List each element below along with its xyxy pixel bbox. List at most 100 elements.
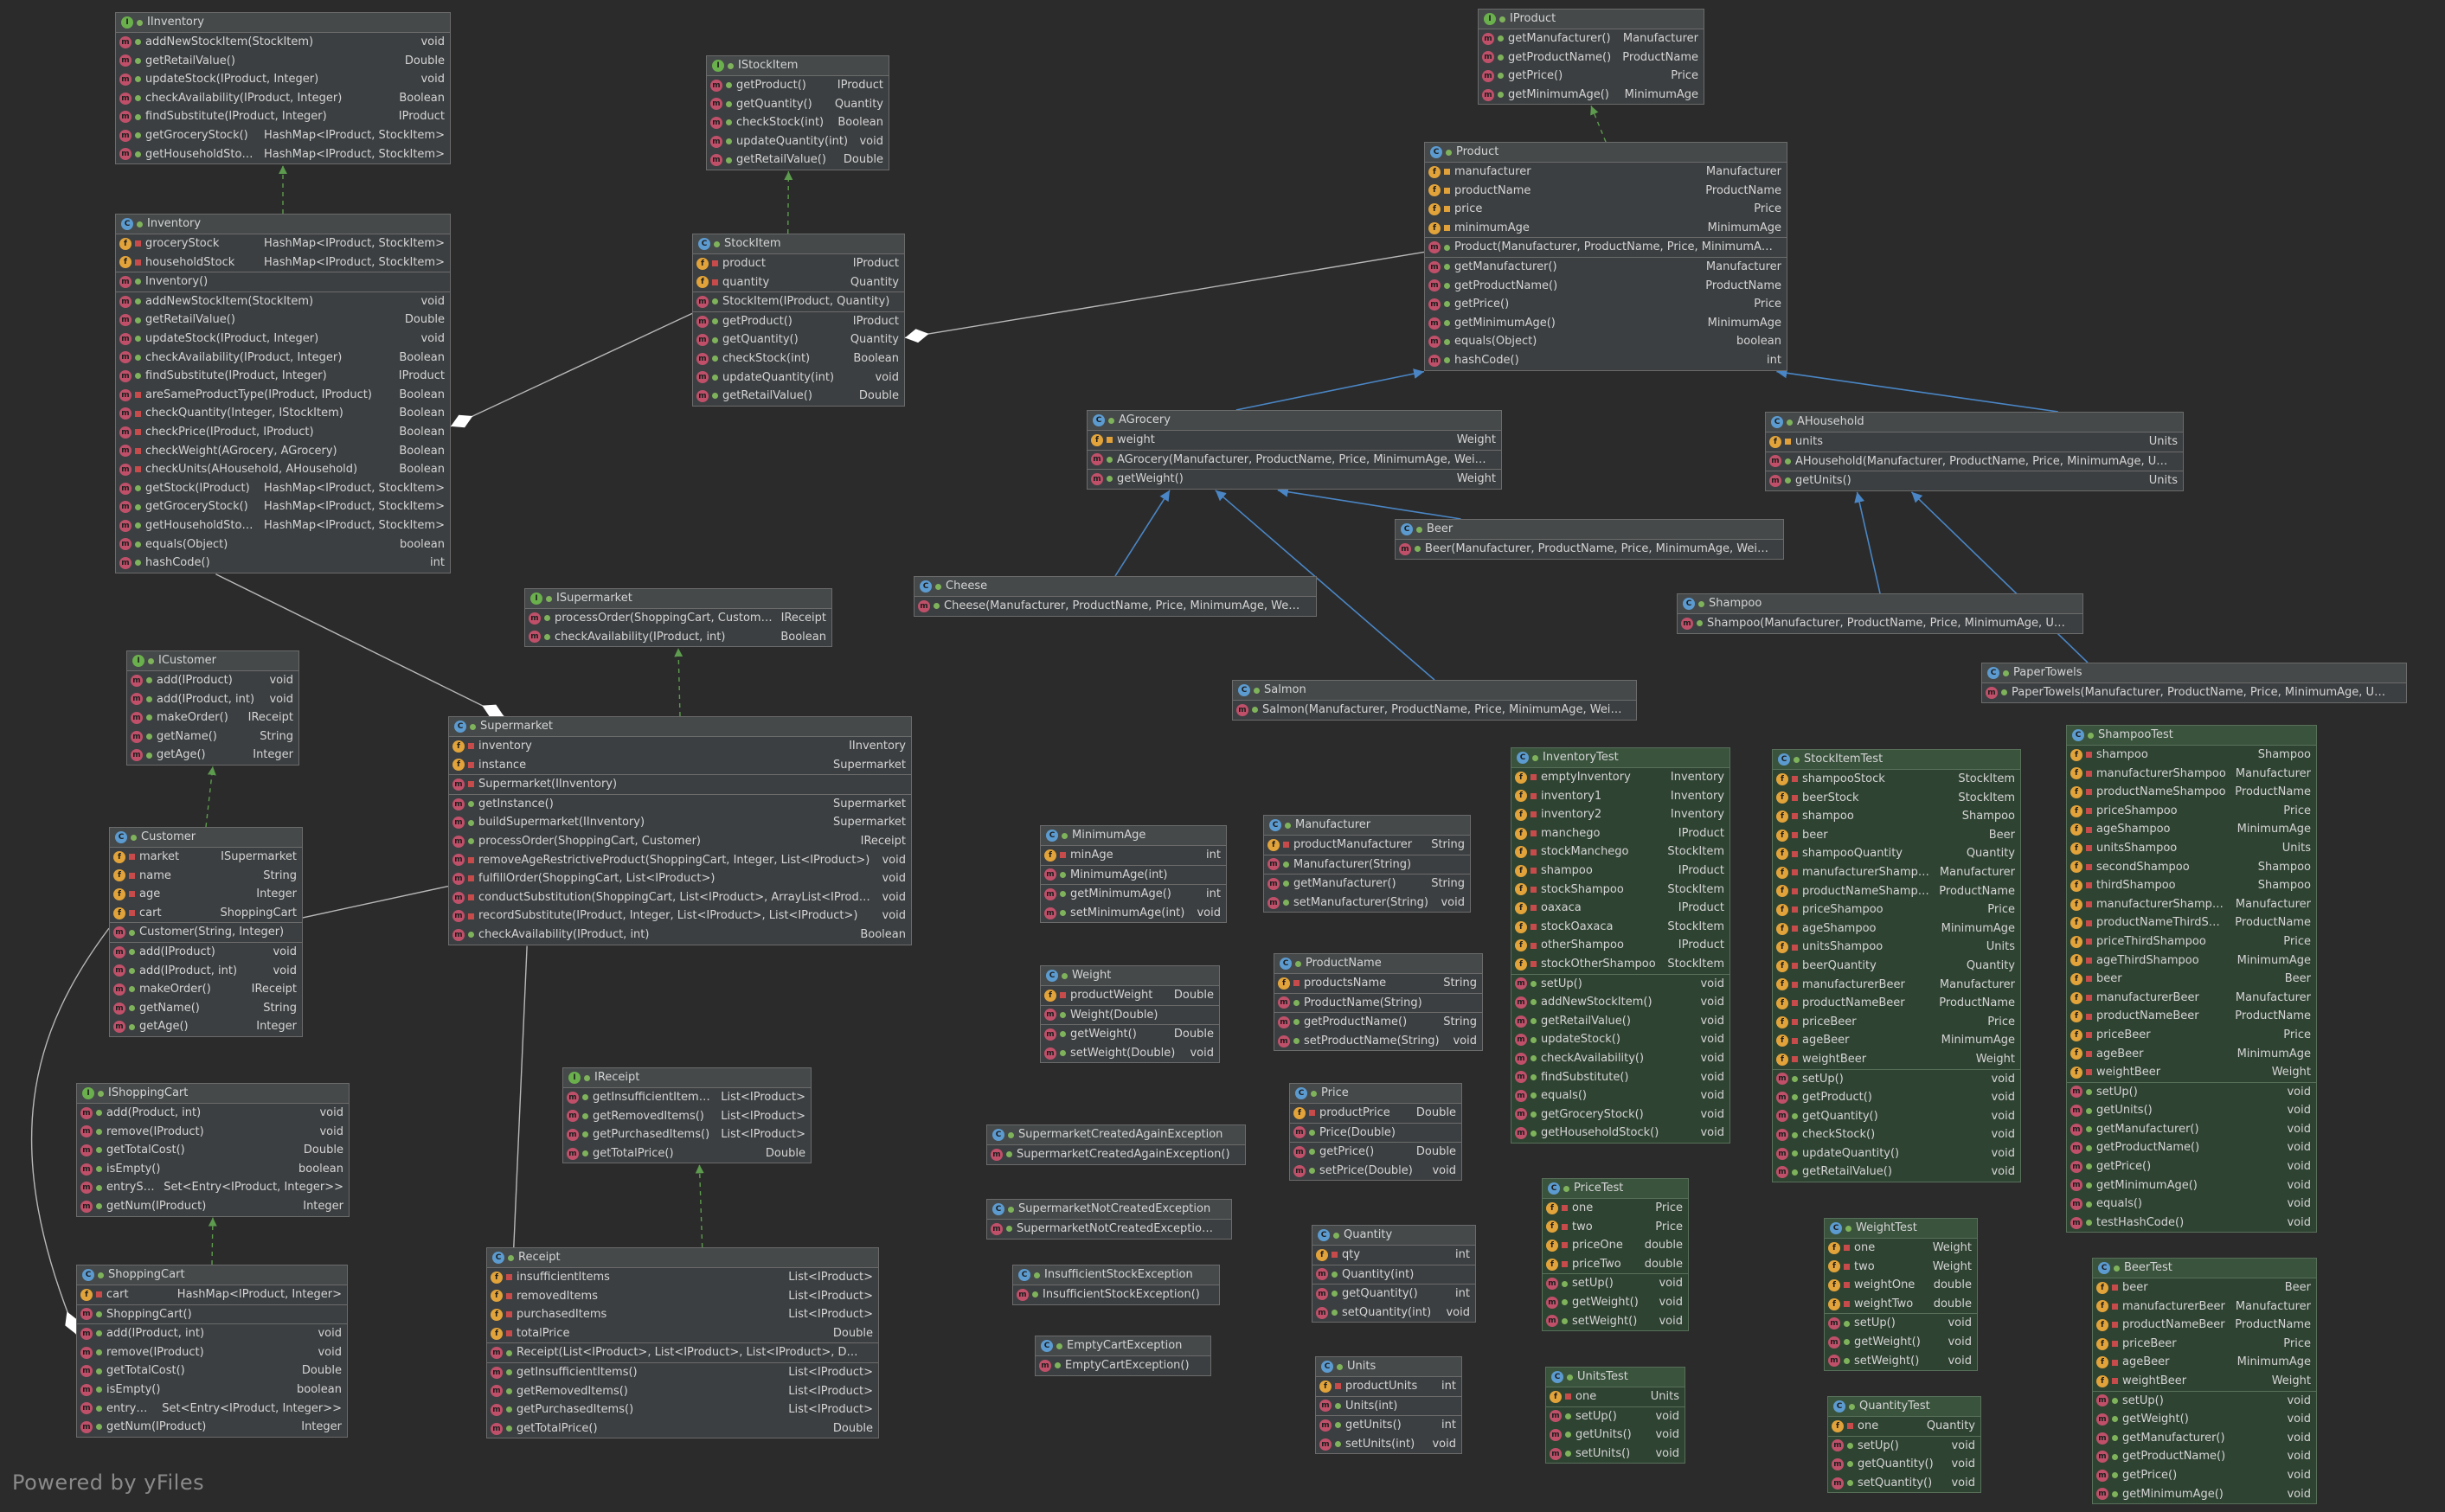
field-row[interactable]: fproductNameThirdShampooProductName <box>2067 913 2316 932</box>
